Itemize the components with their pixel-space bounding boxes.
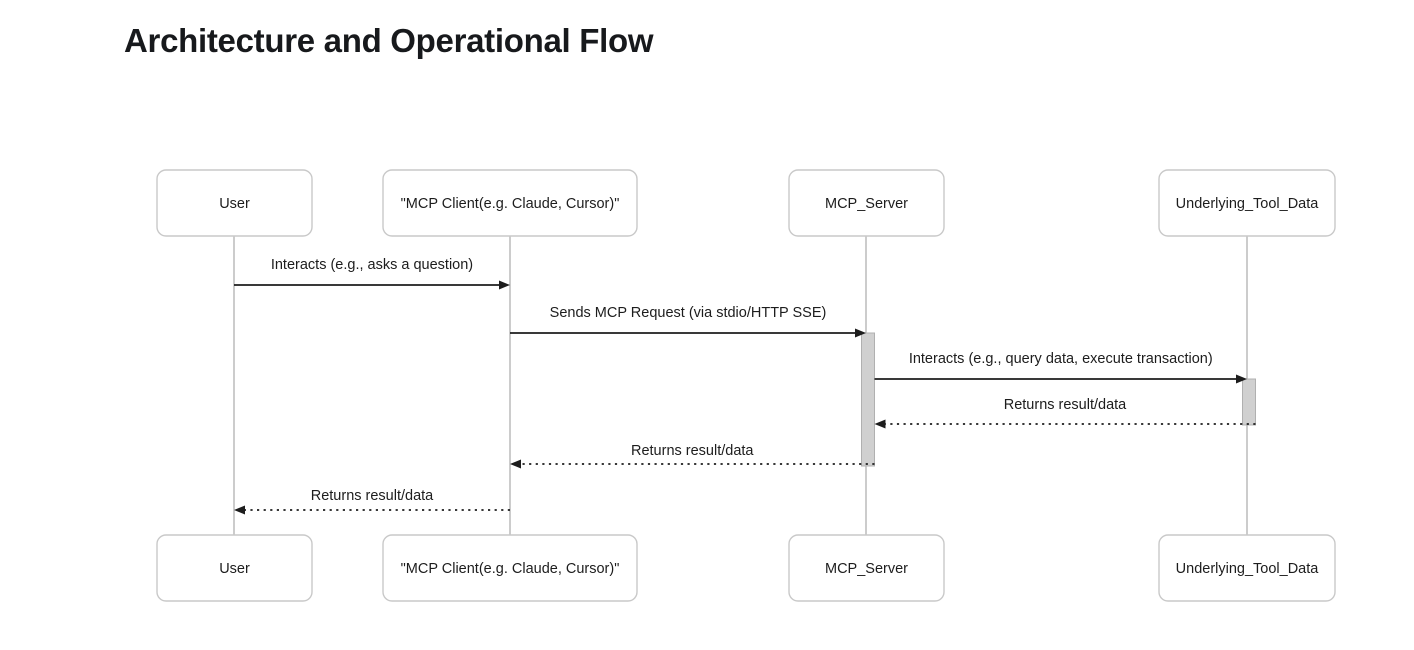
- participant-box-underlying_tool-bottom[interactable]: Underlying_Tool_Data: [1158, 534, 1336, 602]
- message-5: Returns result/data: [510, 443, 875, 469]
- message-arrowhead-3: [1236, 374, 1247, 384]
- participant-boxes-bottom: User "MCP Client(e.g. Claude, Cursor)" MCP…: [156, 534, 1336, 602]
- message-label-5: Returns result/data: [631, 443, 754, 459]
- message-arrowhead-4: [874, 419, 886, 429]
- participant-box-mcp_server-bottom[interactable]: MCP_Server: [788, 534, 945, 602]
- participant-box-mcp_client-top[interactable]: "MCP Client(e.g. Claude, Cursor)": [382, 169, 638, 237]
- activation-bars: [861, 332, 1256, 467]
- participant-label-mcp_server: MCP_Server: [825, 196, 908, 212]
- activation-bar-underlying_tool: [1242, 378, 1256, 426]
- participant-boxes-top: User "MCP Client(e.g. Claude, Cursor)" MCP…: [156, 169, 1336, 237]
- message-2: Sends MCP Request (via stdio/HTTP SSE): [510, 305, 866, 338]
- message-6: Returns result/data: [234, 488, 510, 515]
- participant-label-user: User: [219, 561, 250, 577]
- message-label-2: Sends MCP Request (via stdio/HTTP SSE): [550, 305, 827, 321]
- page-title: Architecture and Operational Flow: [124, 22, 654, 59]
- message-arrowhead-2: [855, 328, 866, 338]
- message-arrowhead-5: [510, 459, 521, 469]
- message-label-4: Returns result/data: [1004, 397, 1127, 413]
- participant-label-underlying_tool: Underlying_Tool_Data: [1176, 561, 1320, 577]
- participant-box-underlying_tool-top[interactable]: Underlying_Tool_Data: [1158, 169, 1336, 237]
- participant-box-user-bottom[interactable]: User: [156, 534, 313, 602]
- message-arrowhead-1: [499, 280, 510, 290]
- activation-bar-mcp_server: [861, 332, 875, 467]
- participant-label-underlying_tool: Underlying_Tool_Data: [1176, 196, 1320, 212]
- participant-label-mcp_server: MCP_Server: [825, 561, 908, 577]
- message-label-6: Returns result/data: [311, 488, 434, 504]
- participant-box-user-top[interactable]: User: [156, 169, 313, 237]
- participant-box-mcp_client-bottom[interactable]: "MCP Client(e.g. Claude, Cursor)": [382, 534, 638, 602]
- message-label-1: Interacts (e.g., asks a question): [271, 257, 473, 273]
- participant-label-mcp_client: "MCP Client(e.g. Claude, Cursor)": [401, 561, 620, 577]
- message-3: Interacts (e.g., query data, execute tra…: [874, 351, 1247, 384]
- participant-label-user: User: [219, 196, 250, 212]
- message-arrows: Interacts (e.g., asks a question) Sends M…: [234, 257, 1256, 515]
- message-arrowhead-6: [234, 505, 245, 515]
- message-4: Returns result/data: [874, 397, 1256, 429]
- message-label-3: Interacts (e.g., query data, execute tra…: [909, 351, 1213, 367]
- participant-label-mcp_client: "MCP Client(e.g. Claude, Cursor)": [401, 196, 620, 212]
- participant-box-mcp_server-top[interactable]: MCP_Server: [788, 169, 945, 237]
- message-1: Interacts (e.g., asks a question): [234, 257, 510, 290]
